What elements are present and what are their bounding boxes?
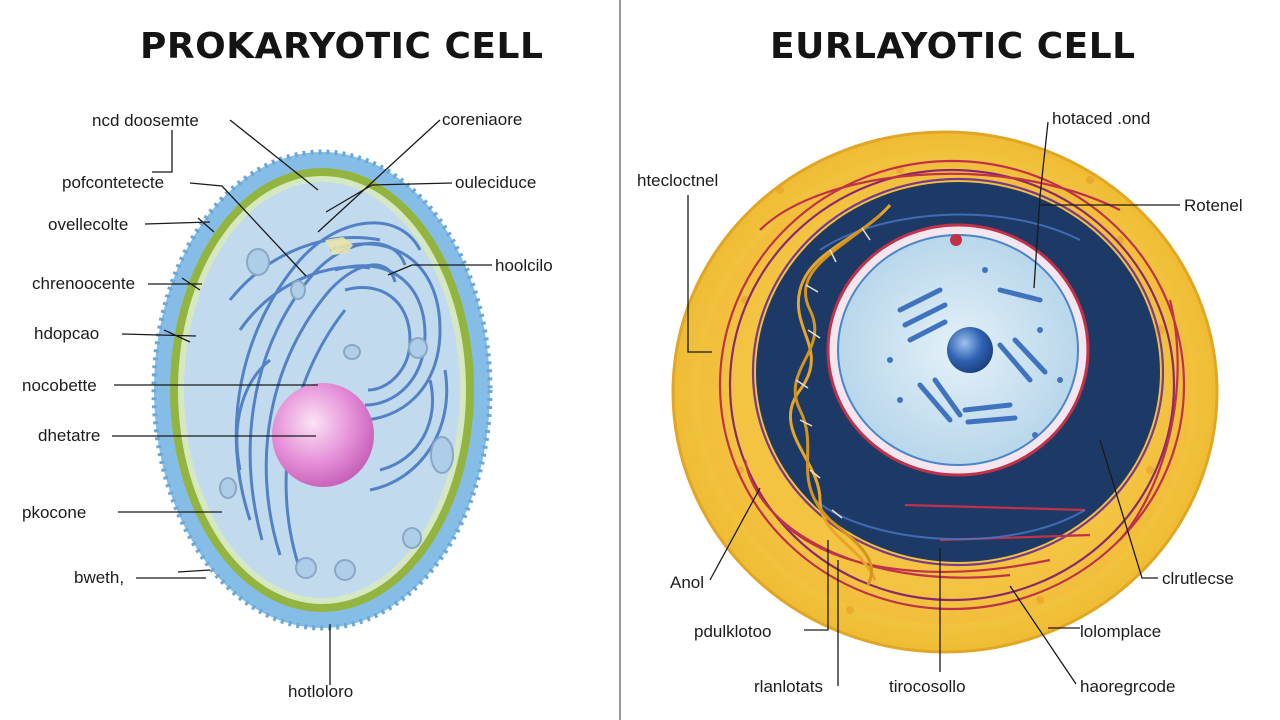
eukaryote-leader-lines (687, 121, 1180, 686)
label-right-1: htecloctnel (637, 171, 718, 190)
chromatin-dots (887, 267, 1063, 438)
label-right-3: Rotenel (1184, 196, 1243, 215)
dna-rungs (795, 227, 871, 519)
label-left-5: hdopcao (34, 324, 99, 343)
label-left-6: nocobette (22, 376, 97, 395)
label-right-5: pdulklotoo (694, 622, 772, 641)
label-left-11: coreniaore (442, 110, 522, 129)
membrane-lines (718, 159, 1186, 611)
eukaryotic-cell (671, 130, 1219, 654)
prokaryotic-cell (151, 149, 493, 631)
eukaryote-labels: htecloctnel hotaced .ond Rotenel Anol pd… (637, 109, 1243, 696)
nucleolus (947, 327, 993, 373)
label-left-1: ncd doosemte (92, 111, 199, 130)
dna-helix (788, 204, 892, 586)
label-right-4: Anol (670, 573, 704, 592)
prokaryotic-cell-title: PROKARYOTIC CELL (140, 26, 544, 67)
panel-divider (619, 0, 621, 720)
chromatin (897, 287, 1048, 425)
eukaryotic-cell-title: EURLAYOTIC CELL (770, 26, 1136, 67)
label-left-12: ouleciduce (455, 173, 536, 192)
ribosomes (219, 248, 454, 581)
label-right-10: haoregrcode (1080, 677, 1175, 696)
label-left-10: hotloloro (288, 682, 353, 701)
prokaryote-leader-lines (112, 119, 492, 685)
inclusion (325, 237, 353, 255)
label-left-9: bweth, (74, 568, 124, 587)
label-left-2: pofcontetecte (62, 173, 164, 192)
label-left-13: hoolcilo (495, 256, 553, 275)
label-right-6: rlanlotats (754, 677, 823, 696)
label-left-3: ovellecolte (48, 215, 128, 234)
label-right-9: lolomplace (1080, 622, 1161, 641)
prokaryote-labels: ncd doosemte pofcontetecte ovellecolte c… (22, 110, 553, 701)
label-left-8: pkocone (22, 503, 86, 522)
label-right-2: hotaced .ond (1052, 109, 1150, 128)
red-vesicle (950, 234, 962, 246)
label-left-4: chrenoocente (32, 274, 135, 293)
endoplasmic-strands (814, 213, 1086, 541)
label-right-8: clrutlecse (1162, 569, 1234, 588)
label-left-7: dhetatre (38, 426, 100, 445)
nucleoid (272, 383, 374, 487)
label-right-7: tirocosollo (889, 677, 966, 696)
